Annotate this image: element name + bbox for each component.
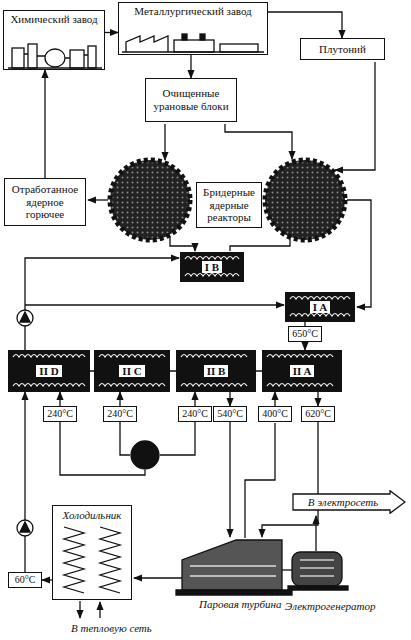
coil [267, 355, 333, 358]
node-text: Очищенные урановые блоки [150, 87, 232, 112]
deaerator [131, 441, 159, 469]
node-text: II A [290, 365, 315, 378]
temperature-tag: 540°C [213, 406, 247, 422]
coil [290, 314, 350, 317]
pipe-connector [105, 32, 118, 33]
node-text: Химический завод [10, 13, 97, 26]
pump-symbol [17, 310, 33, 326]
pipe-connector [24, 392, 25, 572]
node-text: 240°C [182, 408, 208, 420]
electric-generator [282, 552, 348, 590]
pipe-connector [59, 392, 60, 406]
reactor-label-box: Бридерные ядерные реакторы [196, 182, 262, 228]
part-label: В тепловую сеть [70, 622, 153, 634]
coil [99, 384, 165, 387]
pipe-connector [268, 12, 342, 38]
text-row: Металлургический завод [123, 5, 263, 18]
pipe-connector [317, 392, 318, 406]
node-text: Бридерные ядерные реакторы [201, 186, 257, 224]
coil [185, 257, 239, 260]
node-text: 240°C [107, 408, 133, 420]
cooler-box: Холодильник [52, 505, 132, 600]
coil [181, 355, 247, 358]
heat-exchanger: II A [262, 350, 342, 392]
metallurgical-plant-drawing [122, 34, 264, 52]
product-box: Плутоний [300, 38, 385, 60]
node-text: II D [36, 365, 61, 378]
part-label: Электрогенератор [284, 600, 376, 612]
coil [185, 274, 239, 277]
node-text: 60°C [15, 574, 36, 586]
pipe-connector [190, 55, 191, 78]
pipe-connector [42, 579, 52, 580]
node-text: 400°C [262, 408, 288, 420]
coil [99, 355, 165, 358]
coil [13, 355, 85, 358]
pipe [60, 422, 318, 618]
node-text: 650°C [292, 328, 318, 340]
node-text: II C [119, 365, 144, 378]
coil [290, 297, 350, 300]
heat-exchanger: II C [94, 350, 170, 392]
pipe-connector [119, 392, 120, 406]
node-text: 540°C [217, 408, 243, 420]
material-box: Отработанное ядерное горючее [4, 178, 86, 226]
temperature-tag: 60°C [8, 572, 42, 588]
breeder-reactor [110, 160, 345, 240]
output-arrow: В электросеть [292, 490, 406, 514]
heat-exchanger: II B [176, 350, 256, 392]
temperature-tag: 620°C [301, 406, 335, 422]
text-row: Холодильник [55, 509, 129, 522]
pipe-connector [44, 70, 45, 178]
node-text: 620°C [305, 408, 331, 420]
heat-exchanger: I B [180, 252, 244, 282]
chemical-plant-drawing [8, 44, 102, 68]
pump-symbol [17, 520, 33, 536]
plant-box: Металлургический завод [118, 2, 268, 55]
cooler-coil [64, 527, 120, 593]
coil [181, 384, 247, 387]
pipe-connector [274, 392, 275, 406]
heat-exchanger: II D [8, 350, 90, 392]
node-text: II B [204, 365, 229, 378]
temperature-tag: 400°C [258, 406, 292, 422]
node-text: Отработанное ядерное горючее [9, 183, 81, 221]
pipe-connector [194, 392, 195, 406]
node-text: Плутоний [319, 43, 366, 56]
temperature-tag: 240°C [103, 406, 137, 422]
steam-turbine [176, 540, 292, 595]
temperature-tag: 240°C [178, 406, 212, 422]
material-box: Очищенные урановые блоки [145, 78, 237, 122]
node-text: Холодильник [63, 509, 122, 522]
node-text: I A [310, 301, 330, 314]
coil [267, 384, 333, 387]
coil [13, 384, 85, 387]
plant-box: Химический завод [3, 10, 105, 70]
node-text: В электросеть [308, 496, 378, 509]
temperature-tag: 240°C [43, 406, 77, 422]
text-row: Химический завод [8, 13, 100, 26]
heat-exchanger: I A [285, 292, 355, 322]
part-label: Паровая турбина [198, 598, 282, 610]
pipe-connector [304, 342, 305, 351]
temperature-tag: 650°C [288, 326, 322, 342]
node-text: Металлургический завод [134, 5, 251, 18]
node-text: 240°C [47, 408, 73, 420]
node-text: I B [202, 261, 222, 274]
pipe-connector [229, 392, 230, 406]
